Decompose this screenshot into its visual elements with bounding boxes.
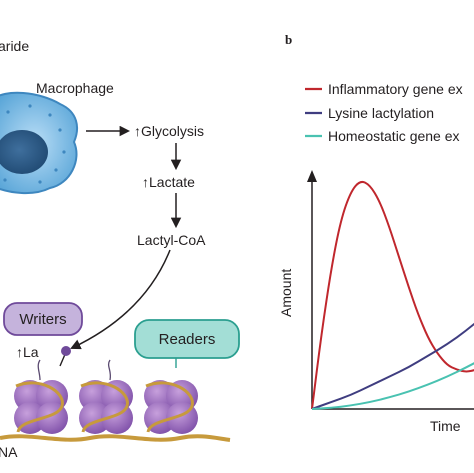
- nucleosome-1: [14, 359, 68, 434]
- legend-label-inflammatory: Inflammatory gene ex: [328, 81, 463, 97]
- nucleosome-2: [79, 359, 133, 434]
- readers-box: [134, 319, 240, 359]
- macrophage-label: Macrophage: [36, 80, 114, 96]
- panel-b-letter: b: [285, 32, 293, 47]
- lps-label: aride: [0, 38, 30, 54]
- lactate-label: ↑Lactate: [142, 174, 195, 190]
- legend-label-lactylation: Lysine lactylation: [328, 105, 435, 121]
- dna-label: NA: [0, 444, 18, 460]
- chart-series-layer: [311, 180, 474, 410]
- legend-label-homeostatic: Homeostatic gene ex: [328, 128, 460, 144]
- series-line-3: [311, 362, 474, 410]
- chart-axes: [307, 170, 474, 410]
- lactyl-coa-label: Lactyl-CoA: [137, 232, 206, 248]
- series-line-1: [311, 180, 474, 410]
- writers-box: [3, 302, 83, 336]
- glycolysis-label: ↑Glycolysis: [134, 123, 205, 139]
- macrophage-cell-icon: [0, 91, 78, 194]
- nucleosome-3: [144, 380, 198, 434]
- x-axis-label: Time: [430, 418, 461, 434]
- lactylcoa-to-histone-arrow: [70, 249, 171, 350]
- chromatin-nucleosomes: [0, 359, 231, 442]
- y-axis-label: Amount: [278, 268, 294, 317]
- la-label: ↑La: [16, 344, 39, 360]
- lactyl-mark: [61, 346, 71, 356]
- writers-label: Writers: [19, 310, 67, 328]
- series-line-2: [311, 322, 474, 410]
- readers-label: Readers: [158, 330, 216, 348]
